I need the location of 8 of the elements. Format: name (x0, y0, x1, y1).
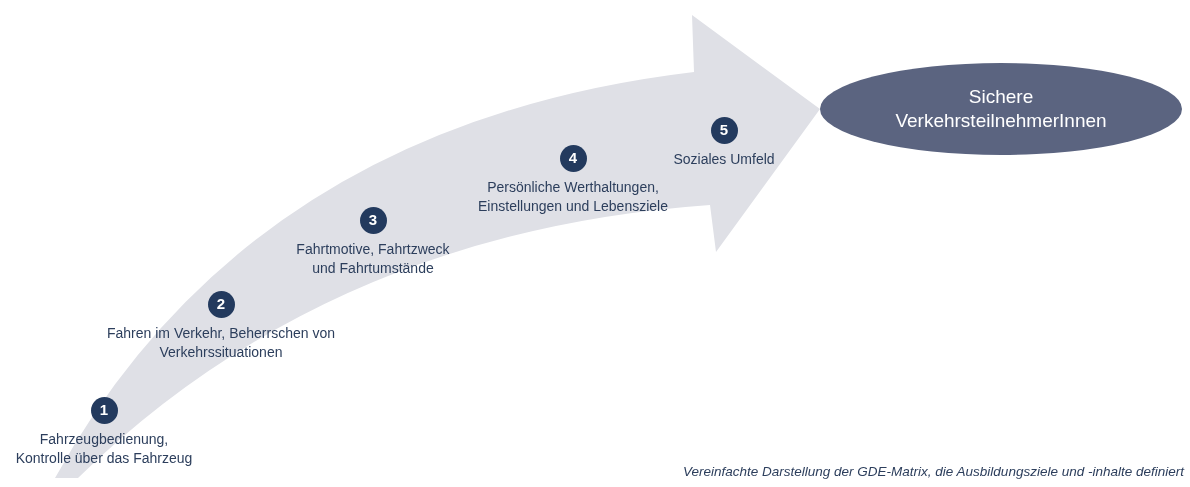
caption: Vereinfachte Darstellung der GDE-Matrix, die Ausbildungsziele und -inhalte definiert (683, 463, 1184, 481)
curved-arrow (55, 15, 820, 478)
step-text: Soziales Umfeld (673, 150, 775, 169)
step-text: Fahren im Verkehr, Beherrschen von Verkehrssituationen (106, 324, 336, 362)
goal-ellipse: Sichere VerkehrsteilnehmerInnen (820, 63, 1182, 155)
step-text: Persönliche Werthaltungen, Einstellungen und Lebensziele (477, 178, 669, 216)
step-text: Fahrzeugbedienung, Kontrolle über das Fahrzeug (14, 430, 194, 468)
step-text: Fahrtmotive, Fahrtzweck und Fahrtumstände (295, 240, 451, 278)
